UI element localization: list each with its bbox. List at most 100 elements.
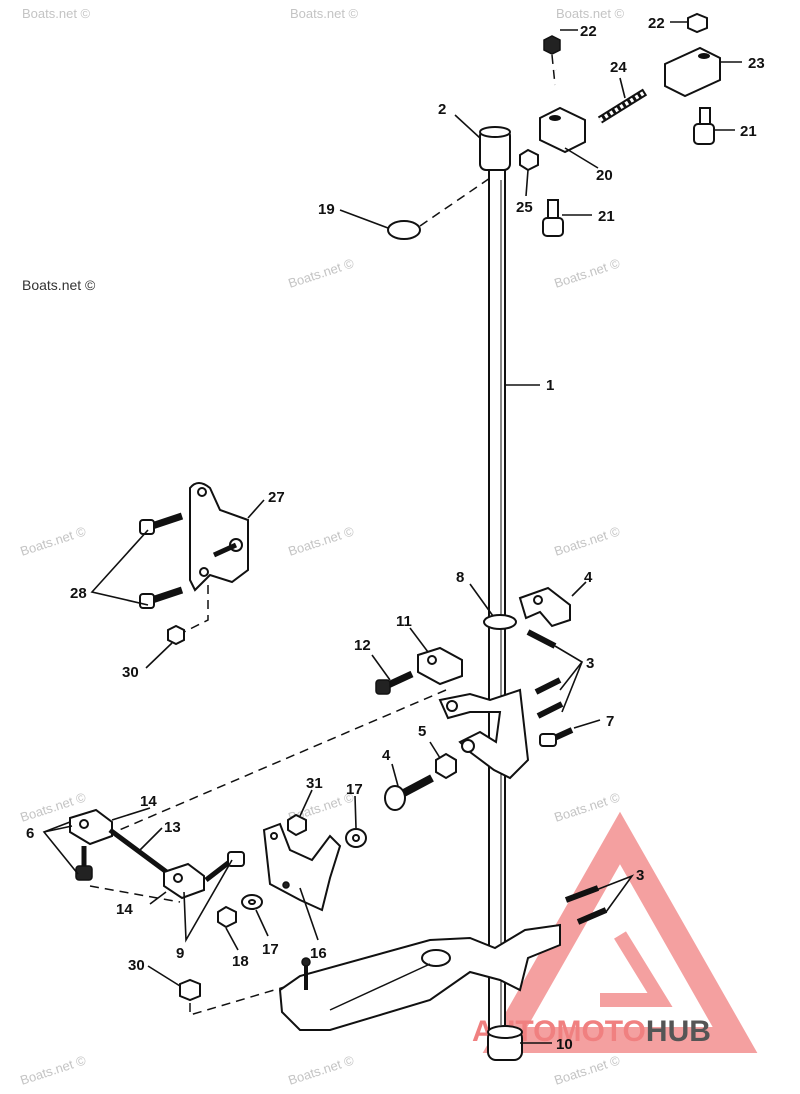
callout-16: 16 bbox=[310, 945, 327, 962]
assembly-line bbox=[419, 177, 491, 227]
screw-head bbox=[539, 733, 557, 747]
link-end-hole bbox=[173, 873, 183, 883]
link-rod-assembly bbox=[69, 808, 245, 903]
leader-line bbox=[299, 887, 319, 941]
callout-2: 2 bbox=[438, 101, 446, 118]
watermark: Boats.net © bbox=[552, 789, 622, 824]
callout-31: 31 bbox=[306, 775, 323, 792]
link-end-part-14 bbox=[69, 808, 113, 846]
leader-line bbox=[573, 719, 601, 729]
watermark: Boats.net © bbox=[552, 255, 622, 290]
block-hole bbox=[698, 53, 710, 59]
nut-part-31 bbox=[287, 813, 307, 837]
bottom-bushing-top bbox=[487, 1025, 523, 1039]
leader-line bbox=[525, 169, 529, 197]
callout-22: 22 bbox=[648, 15, 665, 32]
callout-4: 4 bbox=[382, 747, 391, 764]
nut-part-30 bbox=[179, 978, 201, 1002]
watermark: Boats.net © bbox=[286, 1052, 356, 1087]
leader-lines bbox=[42, 21, 742, 1044]
logo-swirl bbox=[600, 931, 673, 1007]
leader-line bbox=[225, 927, 239, 951]
pin-part-3 bbox=[564, 885, 600, 903]
screw-part-28 bbox=[150, 512, 184, 530]
logo-word-hub: HUB bbox=[646, 1015, 711, 1048]
bracket-hole bbox=[199, 567, 209, 577]
leader-line bbox=[183, 859, 233, 943]
nut-part-5 bbox=[435, 752, 457, 780]
screw-head bbox=[375, 679, 391, 695]
callout-22: 22 bbox=[580, 23, 597, 40]
vertical-shaft bbox=[488, 169, 506, 1031]
clamp-hole bbox=[427, 655, 437, 665]
collar-part-8 bbox=[483, 614, 517, 630]
screw-part-21 bbox=[542, 217, 564, 237]
leader-line bbox=[571, 581, 587, 597]
pin-part-3 bbox=[576, 907, 608, 925]
watermark: Boats.net © bbox=[286, 255, 356, 290]
assembly-line bbox=[183, 585, 209, 633]
top-linkage bbox=[387, 12, 721, 240]
callout-23: 23 bbox=[748, 55, 765, 72]
leader-line bbox=[145, 642, 173, 669]
callout-17: 17 bbox=[262, 941, 279, 958]
callout-30: 30 bbox=[128, 957, 145, 974]
callout-19: 19 bbox=[318, 201, 335, 218]
bolt-head bbox=[384, 785, 406, 811]
callout-30: 30 bbox=[122, 664, 139, 681]
plate-hole bbox=[270, 832, 278, 840]
bracket-stud bbox=[212, 542, 238, 558]
leader-line bbox=[371, 654, 391, 681]
callout-10: 10 bbox=[556, 1036, 573, 1053]
watermark: Boats.net © bbox=[286, 523, 356, 558]
callout-labels: 22 22 23 24 21 20 25 21 2 19 1 27 28 30 … bbox=[26, 15, 765, 1053]
callout-20: 20 bbox=[596, 167, 613, 184]
leader-line bbox=[299, 789, 313, 817]
stud-thread bbox=[598, 90, 647, 122]
callout-27: 27 bbox=[268, 489, 285, 506]
callout-3: 3 bbox=[636, 867, 644, 884]
pin-part-3 bbox=[534, 677, 562, 695]
washer-hole bbox=[352, 834, 360, 842]
bushing-part-2 bbox=[479, 126, 511, 171]
lever-stud-head bbox=[301, 957, 311, 967]
leader-line bbox=[429, 741, 441, 759]
assembly-line bbox=[189, 979, 309, 1017]
leader-line bbox=[391, 763, 399, 787]
lever-hole bbox=[461, 739, 475, 753]
callout-18: 18 bbox=[232, 953, 249, 970]
assembly-line bbox=[89, 885, 181, 903]
plate-part-16 bbox=[262, 822, 342, 912]
watermark: Boats.net © bbox=[552, 523, 622, 558]
block-part-20 bbox=[539, 106, 586, 154]
pin-part-3 bbox=[526, 629, 557, 649]
leader-line bbox=[255, 909, 269, 937]
callout-25: 25 bbox=[516, 199, 533, 216]
leader-line bbox=[339, 209, 389, 229]
screw-head bbox=[139, 593, 155, 609]
callout-13: 13 bbox=[164, 819, 181, 836]
leader-line bbox=[247, 499, 265, 519]
lever-rib bbox=[329, 963, 431, 1011]
watermark: Boats.net © bbox=[290, 6, 359, 21]
leader-line bbox=[147, 965, 181, 987]
callout-12: 12 bbox=[354, 637, 371, 654]
watermark: Boats.net © bbox=[556, 6, 625, 21]
callout-17: 17 bbox=[346, 781, 363, 798]
watermark: Boats.net © bbox=[22, 277, 96, 293]
leader-line bbox=[595, 874, 635, 913]
watermark: Boats.net © bbox=[18, 1052, 88, 1087]
nut-part-18 bbox=[217, 905, 237, 929]
callout-21: 21 bbox=[740, 123, 757, 140]
screw-head bbox=[139, 519, 155, 535]
nut-part-25 bbox=[519, 148, 539, 172]
plate-hole bbox=[282, 881, 290, 889]
watermark: Boats.net © bbox=[18, 523, 88, 558]
shaft-bend bbox=[492, 57, 560, 172]
leader-line bbox=[619, 77, 626, 99]
clamp-part-11 bbox=[417, 646, 463, 686]
callout-14: 14 bbox=[140, 793, 157, 810]
bottom-lever bbox=[278, 885, 608, 1031]
rod-part-13 bbox=[108, 827, 174, 879]
